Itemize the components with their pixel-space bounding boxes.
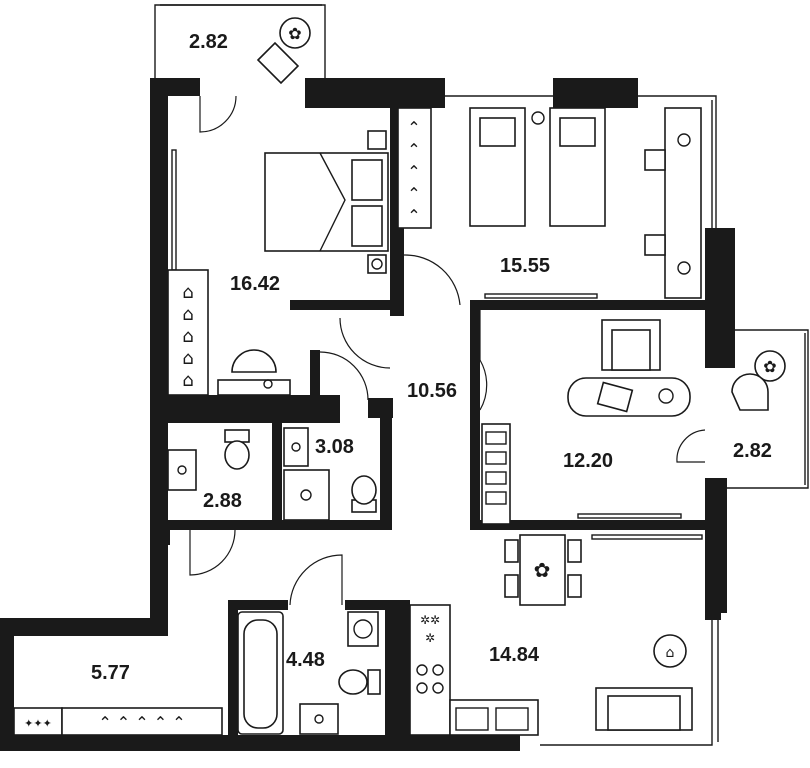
svg-text:⌃: ⌃ (407, 162, 420, 181)
stove-icon: ✲✲ ✲ (409, 604, 451, 736)
area-bathroom: 4.48 (286, 649, 325, 671)
toilet-icon (351, 475, 377, 513)
svg-text:⌃: ⌃ (407, 184, 420, 203)
chair-icon (256, 41, 300, 85)
svg-text:⌂: ⌂ (182, 304, 193, 325)
area-hall: 10.56 (407, 380, 457, 402)
area-kids-bedroom: 15.55 (500, 255, 550, 277)
svg-text:⌃: ⌃ (407, 118, 420, 137)
furniture: ✿ ⌂ ⌂ ⌂ ⌂ ⌂ (13, 17, 786, 736)
area-entry-wardrobe: 5.77 (91, 662, 130, 684)
desk-kids (644, 107, 702, 299)
washing-machine-icon (347, 611, 379, 647)
room-labels: 2.82 16.42 15.55 10.56 12.20 2.82 2.88 3… (91, 31, 772, 684)
wardrobe-bedroom: ⌂ ⌂ ⌂ ⌂ ⌂ (167, 269, 209, 396)
toilet-icon (338, 669, 381, 695)
hanger-icon: ⌃ ⌃ ⌃ ⌃ ⌃ (397, 107, 432, 229)
svg-text:⌃: ⌃ (407, 206, 420, 225)
sink-icon (299, 703, 339, 735)
svg-text:✿: ✿ (763, 357, 776, 376)
svg-text:⌂: ⌂ (182, 348, 193, 369)
svg-text:⌃ ⌃ ⌃ ⌃ ⌃: ⌃ ⌃ ⌃ ⌃ ⌃ (98, 713, 185, 732)
area-kitchen-living: 14.84 (489, 644, 540, 666)
bookshelf (481, 423, 511, 525)
area-balcony-top: 2.82 (189, 31, 228, 53)
walls (0, 78, 735, 751)
area-study: 12.20 (563, 450, 613, 472)
bed-icon (469, 107, 606, 227)
lamp-icon (367, 130, 387, 274)
sink-icon (167, 449, 197, 491)
sofa-icon (595, 687, 693, 731)
plant-icon: ⌂ (653, 634, 687, 668)
svg-text:✿: ✿ (288, 24, 301, 43)
bed-icon (264, 152, 389, 252)
shower-icon (283, 469, 330, 521)
svg-text:✿: ✿ (534, 558, 551, 582)
area-bathroom-small: 2.88 (203, 490, 242, 512)
desk-bedroom (217, 349, 291, 396)
desk-study (567, 377, 691, 417)
sink-icon (283, 427, 309, 467)
chair-icon (731, 373, 769, 411)
svg-text:⌂: ⌂ (666, 645, 675, 661)
chair-icon (601, 319, 661, 371)
table-icon: ✿ (504, 534, 582, 606)
plant-icon: ✿ (279, 17, 311, 49)
svg-text:⌃: ⌃ (407, 140, 420, 159)
shoe-rack: ✦✦✦ (13, 707, 63, 736)
area-balcony-right: 2.82 (733, 440, 772, 462)
svg-text:⌂: ⌂ (182, 326, 193, 347)
area-wc: 3.08 (315, 436, 354, 458)
kitchen-counter (449, 699, 539, 736)
bathtub-icon (237, 611, 284, 735)
hanger-icon: ⌃ ⌃ ⌃ ⌃ ⌃ (61, 707, 223, 736)
toilet-icon (224, 429, 250, 470)
plant-icon: ✿ (754, 350, 786, 382)
svg-text:✦✦✦: ✦✦✦ (24, 717, 52, 730)
door-swings (189, 95, 706, 606)
svg-text:✲✲: ✲✲ (420, 613, 440, 627)
svg-text:⌂: ⌂ (182, 370, 193, 391)
area-bedroom: 16.42 (230, 273, 280, 295)
svg-text:⌂: ⌂ (182, 282, 193, 303)
svg-text:✲: ✲ (425, 631, 435, 645)
